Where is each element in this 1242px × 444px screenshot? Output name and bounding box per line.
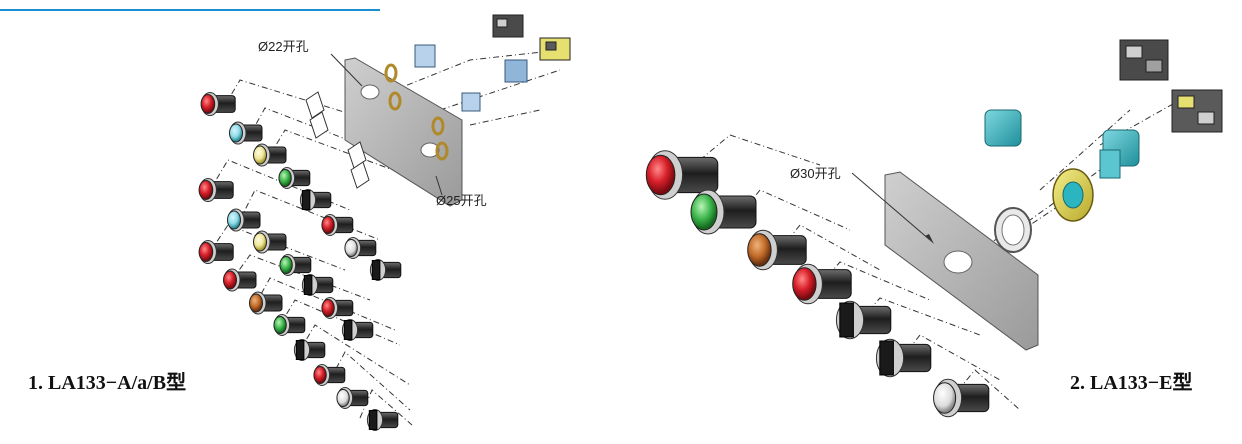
right-diagram-title: 2. LA133−E型 — [1070, 372, 1193, 394]
green-flush-button-e — [690, 189, 757, 235]
left-diagram-title: 1. LA133−A/a/B型 — [28, 372, 187, 394]
red-mushroom-button-e — [645, 150, 719, 200]
black-lever-2 — [341, 319, 374, 341]
yellow-flush-button — [253, 143, 287, 167]
cyan-flush-button — [229, 121, 263, 145]
black-lever-e — [875, 338, 932, 378]
red-pilot-button-2 — [321, 297, 354, 319]
hole-22-label: Ø22开孔 — [258, 39, 309, 54]
orange-flush-button — [249, 291, 283, 315]
green-flush-button-3 — [273, 314, 306, 336]
red-mushroom-button — [200, 91, 236, 117]
key-switch-e — [933, 378, 990, 418]
hole-30-label: Ø30开孔 — [790, 166, 841, 181]
black-lever-3 — [366, 409, 399, 431]
red-pilot-button — [321, 214, 354, 236]
green-flush-button — [278, 167, 311, 189]
hole-25-label: Ø25开孔 — [436, 193, 487, 208]
black-selector — [299, 189, 332, 211]
key-switch-2 — [336, 387, 369, 409]
key-switch — [344, 237, 377, 259]
green-flush-button-2 — [279, 254, 312, 276]
red-mushroom-button-2 — [198, 177, 234, 203]
red-mushroom-button-3 — [198, 239, 234, 265]
red-flush-button — [223, 268, 257, 292]
left-exploded-diagram — [198, 14, 571, 431]
black-selector-3 — [293, 339, 326, 361]
orange-flush-button-e — [747, 229, 807, 271]
header-rule — [0, 9, 380, 11]
black-lever — [369, 259, 402, 281]
yellow-flush-button-2 — [253, 230, 287, 254]
red-flush-button-e — [792, 263, 852, 305]
right-exploded-diagram — [645, 39, 1223, 418]
cyan-flush-button-2 — [227, 208, 261, 232]
black-selector-2 — [301, 274, 334, 296]
black-selector-e — [835, 300, 892, 340]
red-pilot-button-3 — [313, 364, 346, 386]
